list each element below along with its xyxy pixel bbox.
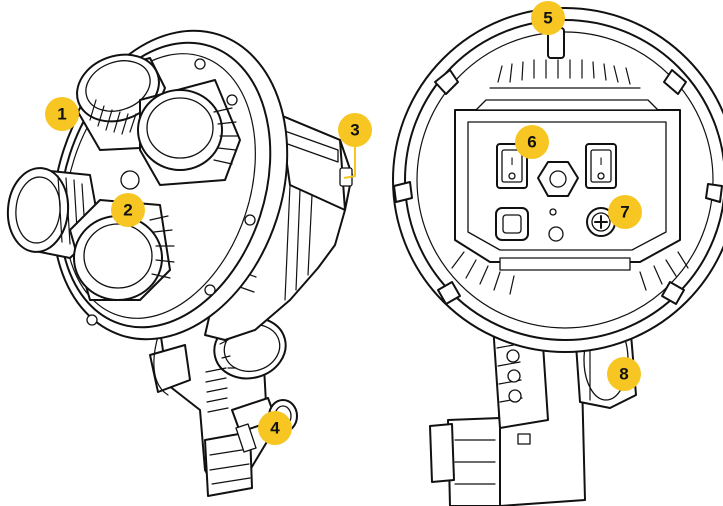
callout-3-label: 3 (350, 121, 359, 140)
callout-4-label: 4 (270, 419, 280, 438)
power-switch-mark: I (510, 156, 513, 168)
callout-7: 7 (608, 195, 642, 229)
callout-5-label: 5 (543, 9, 552, 28)
callout-3: 3 (338, 113, 372, 147)
top-vents (489, 59, 641, 89)
modeling-lamp-switch: I (585, 143, 617, 189)
callout-7-label: 7 (620, 203, 629, 222)
callout-2-label: 2 (123, 201, 132, 220)
callout-6-label: 6 (527, 133, 536, 152)
flash-tube-1 (76, 53, 166, 151)
sync-socket (495, 207, 529, 241)
bottom-vents (451, 251, 689, 295)
callout-8-label: 8 (619, 365, 628, 384)
callout-2: 2 (111, 193, 145, 227)
indicator-led (549, 208, 557, 216)
callouts: 1 2 3 4 5 6 7 8 (45, 1, 642, 445)
callout-1: 1 (45, 97, 79, 131)
modeling-switch-mark: I (599, 156, 602, 168)
power-switch: I (496, 143, 528, 189)
front-view (6, 29, 353, 497)
center-socket (120, 170, 140, 190)
callout-1-label: 1 (57, 105, 66, 124)
audio-jack (548, 226, 564, 242)
callout-6: 6 (515, 125, 549, 159)
callout-4: 4 (258, 411, 292, 445)
callout-5: 5 (531, 1, 565, 35)
flash-tube-2 (69, 199, 175, 301)
flash-tube-top-right (137, 79, 241, 186)
center-knob (537, 161, 579, 197)
callout-8: 8 (607, 357, 641, 391)
back-view: I I (392, 7, 723, 506)
